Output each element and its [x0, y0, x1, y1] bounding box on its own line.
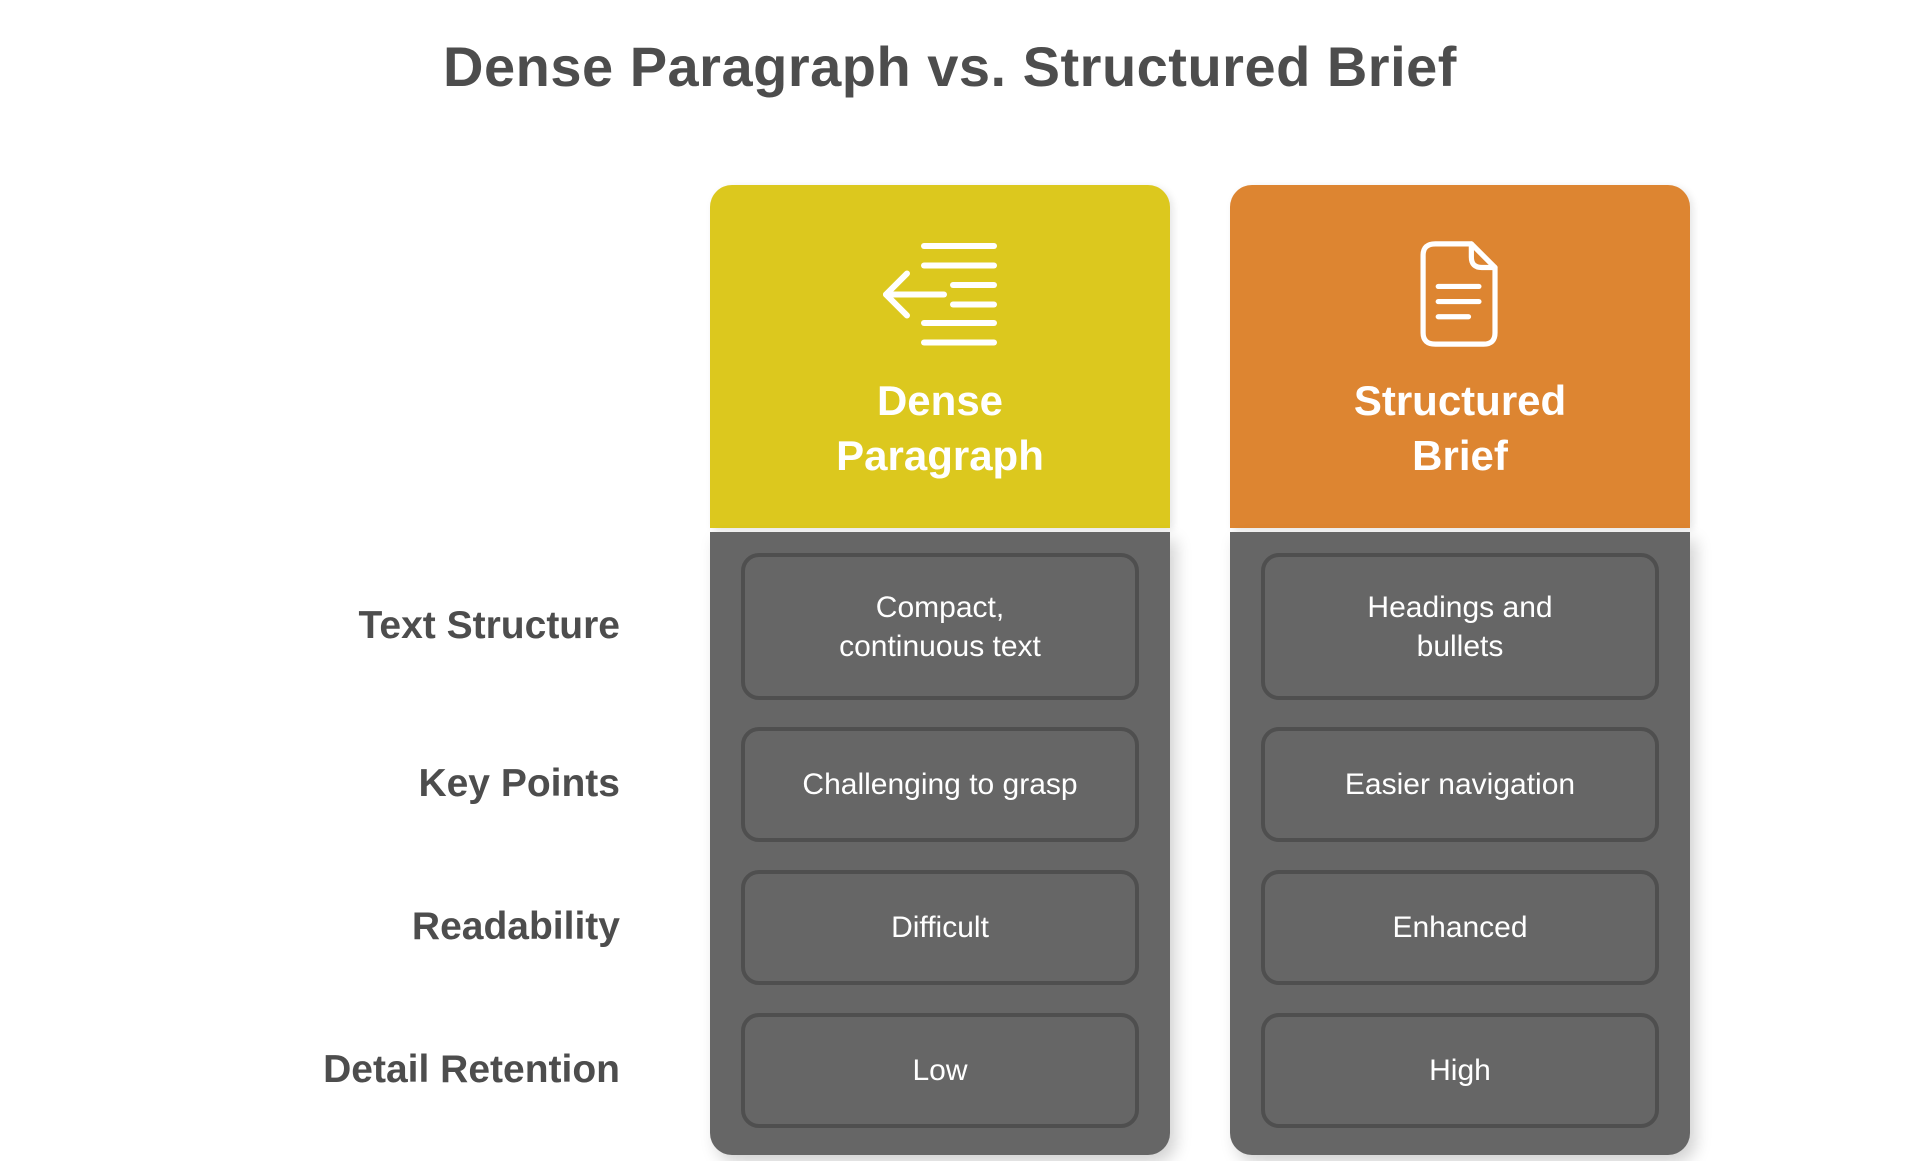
cell-dense-detail-retention: Low — [741, 1013, 1139, 1128]
cell-text: Compact, continuous text — [839, 590, 1041, 663]
cell-structured-detail-retention: High — [1261, 1013, 1659, 1128]
cell-text: Low — [912, 1054, 968, 1087]
row-label-key-points: Key Points — [418, 762, 620, 805]
structured-brief-header: Structured Brief — [1230, 185, 1690, 528]
dense-paragraph-label: Dense Paragraph — [836, 377, 1044, 480]
cell-dense-text-structure: Compact, continuous text — [741, 553, 1139, 700]
cell-text: Headings and bullets — [1367, 590, 1553, 663]
structured-brief-column: Headings and bullets Easier navigation E… — [1230, 532, 1690, 1155]
structured-brief-label: Structured Brief — [1353, 377, 1567, 480]
dense-paragraph-header: Dense Paragraph — [710, 185, 1170, 528]
cell-structured-readability: Enhanced — [1261, 870, 1659, 985]
page-title: Dense Paragraph vs. Structured Brief — [443, 35, 1457, 98]
cell-structured-key-points: Easier navigation — [1261, 727, 1659, 842]
row-label-text-structure: Text Structure — [358, 604, 621, 647]
cell-structured-text-structure: Headings and bullets — [1261, 553, 1659, 700]
cell-text: High — [1429, 1054, 1491, 1087]
cell-text: Enhanced — [1392, 911, 1528, 944]
cell-text: Difficult — [891, 911, 989, 944]
cell-text: Challenging to grasp — [802, 768, 1078, 801]
row-label-detail-retention: Detail Retention — [323, 1048, 620, 1091]
outdent-text-icon — [883, 243, 997, 346]
cell-text: Easier navigation — [1344, 768, 1576, 801]
dense-paragraph-column: Compact, continuous text Challenging to … — [710, 532, 1170, 1155]
cell-dense-readability: Difficult — [741, 870, 1139, 985]
cell-dense-key-points: Challenging to grasp — [741, 727, 1139, 842]
document-icon — [1420, 241, 1498, 347]
row-label-readability: Readability — [411, 905, 620, 948]
